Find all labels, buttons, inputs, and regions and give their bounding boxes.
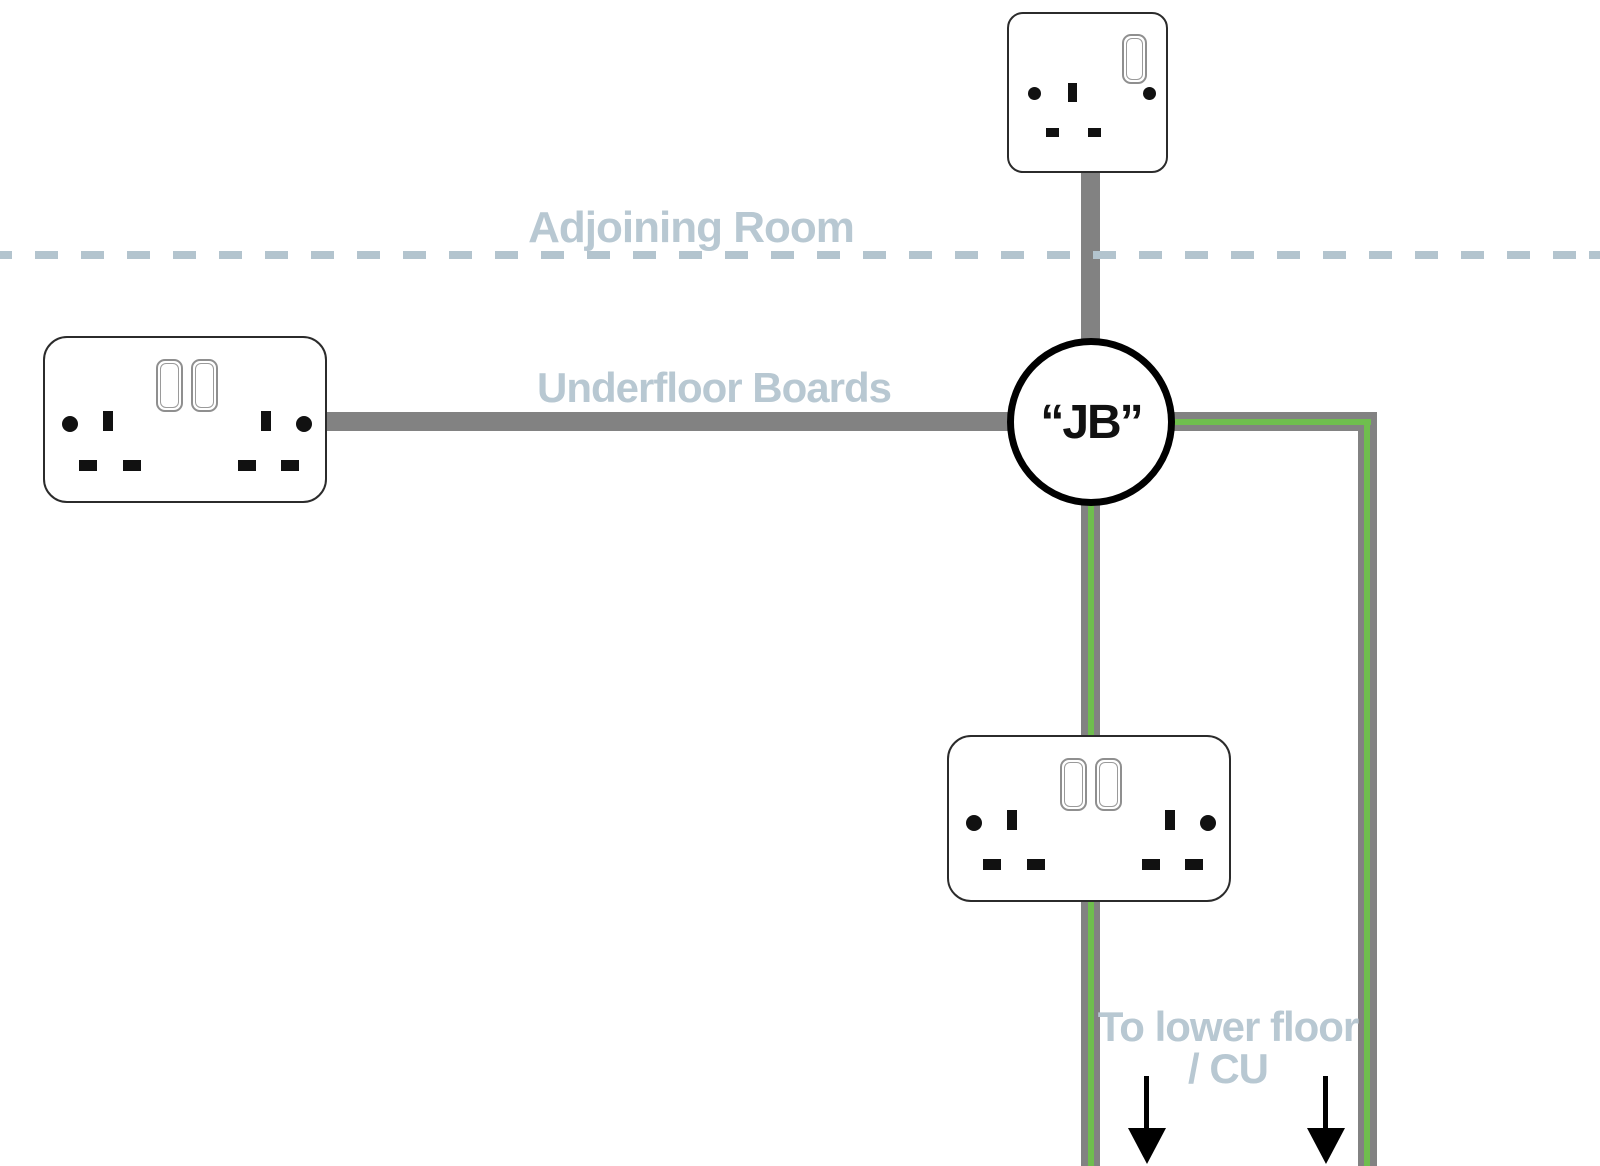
rocker-switch-icon xyxy=(1060,758,1087,811)
down-arrow-icon xyxy=(1128,1076,1166,1164)
neutral-pin-slot-icon xyxy=(1185,859,1203,870)
neutral-pin-slot-icon xyxy=(123,460,141,471)
live-pin-slot-icon xyxy=(1142,859,1160,870)
to-lower-floor-label: To lower floor / CU xyxy=(1097,1003,1360,1092)
underfloor-boards-label: Underfloor Boards xyxy=(536,364,892,411)
to-lower-floor-label-line2: / CU xyxy=(1187,1045,1269,1092)
earth-stripe-right-horizontal xyxy=(1091,419,1371,425)
screw-icon xyxy=(966,815,982,831)
single-socket-top xyxy=(1007,12,1168,173)
earth-pin-slot-icon xyxy=(261,411,271,431)
arrow-shaft xyxy=(1323,1076,1328,1132)
rocker-switch-icon xyxy=(191,359,218,412)
neutral-pin-slot-icon xyxy=(281,460,299,471)
junction-box: “JB” xyxy=(1007,338,1175,506)
live-pin-slot-icon xyxy=(79,460,97,471)
junction-box-label: “JB” xyxy=(1040,395,1143,449)
adjoining-room-label: Adjoining Room xyxy=(528,203,855,252)
live-pin-slot-icon xyxy=(1046,128,1059,137)
screw-icon xyxy=(1028,87,1041,100)
double-socket-bottom xyxy=(947,735,1231,902)
rocker-switch-icon xyxy=(1095,758,1122,811)
neutral-pin-slot-icon xyxy=(1027,859,1045,870)
screw-icon xyxy=(296,416,312,432)
neutral-pin-slot-icon xyxy=(1088,128,1101,137)
screw-icon xyxy=(1143,87,1156,100)
arrow-shaft xyxy=(1144,1076,1149,1132)
earth-pin-slot-icon xyxy=(1165,810,1175,830)
arrow-head xyxy=(1307,1128,1345,1164)
earth-stripe-right-vertical xyxy=(1364,419,1370,1166)
cable-underfloor-horizontal xyxy=(323,412,1091,431)
arrow-head xyxy=(1128,1128,1166,1164)
live-pin-slot-icon xyxy=(238,460,256,471)
earth-pin-slot-icon xyxy=(1007,810,1017,830)
screw-icon xyxy=(1200,815,1216,831)
down-arrow-icon xyxy=(1307,1076,1345,1164)
earth-pin-slot-icon xyxy=(1068,83,1077,102)
earth-pin-slot-icon xyxy=(103,411,113,431)
rocker-switch-icon xyxy=(156,359,183,412)
to-lower-floor-label-line1: To lower floor xyxy=(1097,1003,1360,1050)
screw-icon xyxy=(62,416,78,432)
rocker-switch-icon xyxy=(1122,34,1147,84)
room-boundary-dashed-line xyxy=(0,251,1600,259)
live-pin-slot-icon xyxy=(983,859,1001,870)
double-socket-left xyxy=(43,336,327,503)
